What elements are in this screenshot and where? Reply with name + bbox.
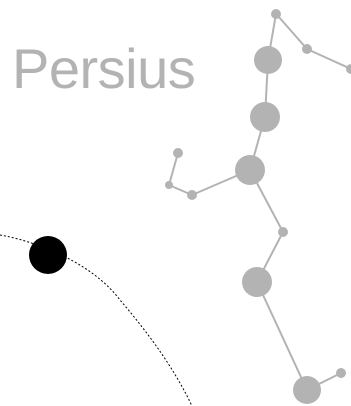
constellation-line: [257, 282, 307, 390]
star: [242, 267, 272, 297]
constellation-line: [307, 49, 351, 69]
orbit-path: [0, 235, 192, 406]
star: [302, 44, 312, 54]
star: [254, 46, 282, 74]
star: [173, 148, 183, 158]
star: [271, 9, 281, 19]
star: [293, 376, 321, 404]
star: [346, 64, 351, 74]
constellation-title: Persius: [12, 30, 195, 108]
star: [165, 181, 173, 189]
star: [187, 190, 197, 200]
star: [250, 102, 280, 132]
star: [278, 227, 288, 237]
star: [235, 155, 265, 185]
constellation-line: [278, 16, 307, 49]
star: [336, 368, 346, 378]
planet: [29, 236, 67, 274]
